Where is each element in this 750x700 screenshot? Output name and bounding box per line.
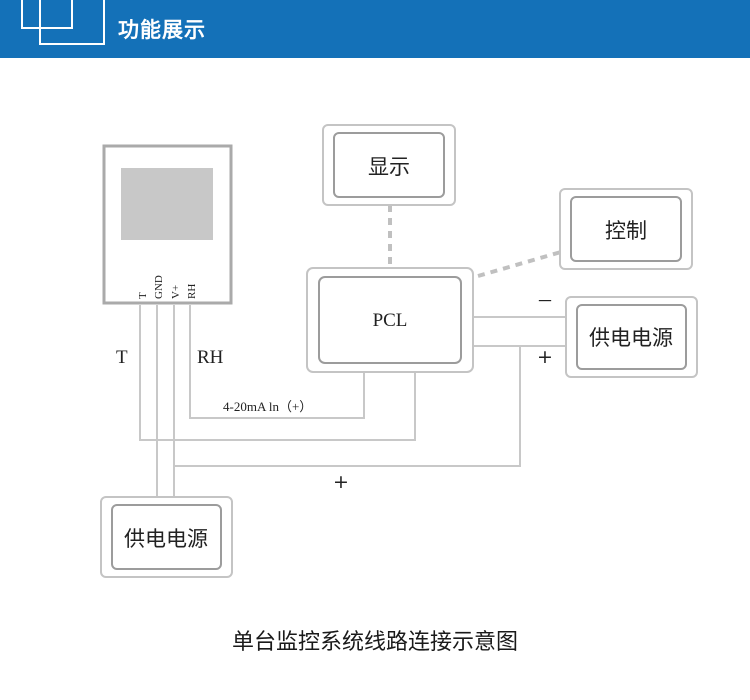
pin-rh-label: RH [186,284,198,299]
pcl-block: PCL [306,267,474,373]
rh-wire-label: RH [197,347,224,368]
t-wire-label: T [116,347,128,368]
display-label: 显示 [368,155,410,179]
control-block: 控制 [559,188,693,270]
wire-t [139,305,416,441]
sensor-screen [121,168,213,240]
header-logo-icon [21,0,105,45]
wire-vplus-bus [174,346,521,467]
minus-label: － [537,292,554,312]
power-supply-bottom-block: 供电电源 [100,496,233,578]
power-supply-right-block: 供电电源 [565,296,698,378]
pcl-label: PCL [373,310,408,331]
pin-t-label: T [137,292,149,299]
dotted-link-control [477,250,562,278]
sensor-device: T GND V+ RH [102,144,233,305]
display-block: 显示 [322,124,456,206]
dotted-links [388,205,562,278]
header-title: 功能展示 [118,18,206,42]
power-supply-right-label: 供电电源 [589,326,673,350]
plus-right-label: + [537,346,553,368]
wire-rh [189,305,365,419]
signal-label: 4-20mA ln（+） [223,399,312,414]
pin-vplus-label: V+ [170,285,182,299]
control-label: 控制 [605,219,647,243]
plus-bottom-label: + [333,471,349,493]
power-supply-bottom-label: 供电电源 [124,527,208,551]
header-bar: 功能展示 [0,0,750,58]
diagram-caption: 单台监控系统线路连接示意图 [231,630,518,655]
wires [139,305,566,497]
pin-gnd-label: GND [153,275,165,299]
